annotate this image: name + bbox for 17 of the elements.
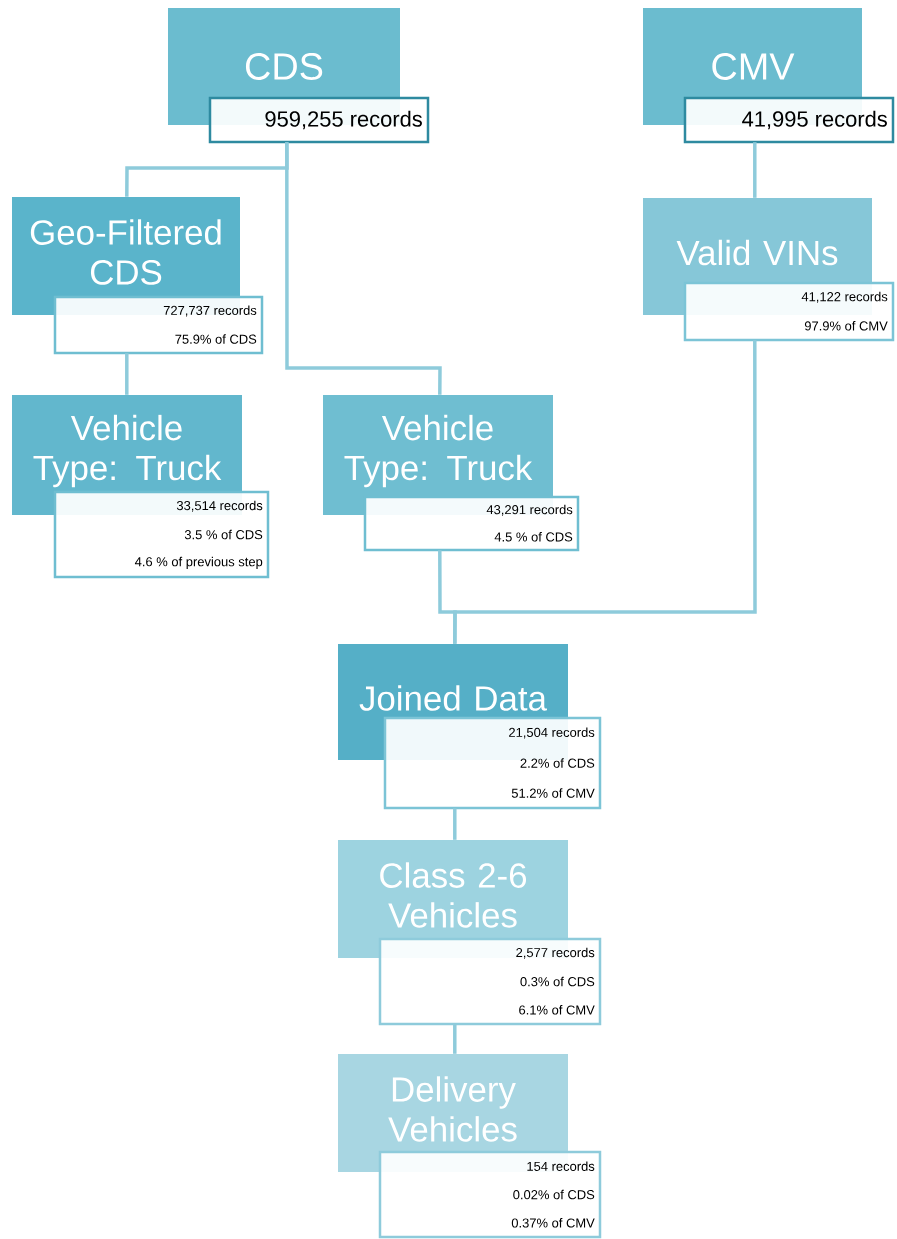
stat-line: 4.6 % of previous step	[134, 556, 263, 569]
connector-line	[125, 353, 129, 395]
connector-line	[285, 142, 442, 395]
connector-line	[453, 1024, 457, 1054]
stat-line: 0.37% of CMV	[511, 1218, 595, 1228]
stat-line: 51.2% of CMV	[511, 788, 595, 798]
stat-line: 0.02% of CDS	[513, 1189, 595, 1200]
stat-line: 0.3% of CDS	[520, 976, 595, 987]
connector-line	[453, 808, 457, 840]
connector-line	[453, 340, 757, 644]
stat-line: 3.5 % of CDS	[184, 529, 263, 540]
stat-line: 6.1% of CMV	[519, 1005, 595, 1015]
stat-line: 75.9% of CDS	[175, 334, 257, 344]
connector-line	[753, 142, 757, 198]
stat-line: 2.2% of CDS	[520, 758, 595, 768]
stat-line: 97.9% of CMV	[804, 321, 888, 331]
stat-line: 4.5 % of CDS	[494, 532, 573, 542]
